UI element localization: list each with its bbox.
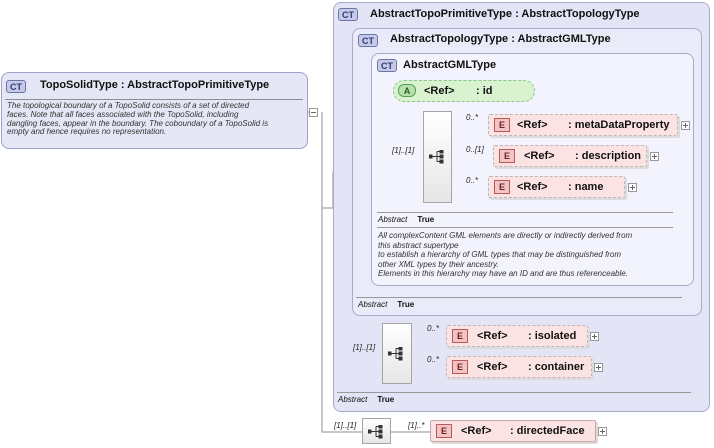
abstract-value: True xyxy=(377,395,395,404)
element-badge: E xyxy=(494,180,510,194)
element-name: : metaDataProperty xyxy=(568,119,670,131)
topo-solid-type-title: TopoSolidType : AbstractTopoPrimitiveTyp… xyxy=(40,79,270,91)
attribute-badge: A xyxy=(398,84,416,97)
element-ref: <Ref> xyxy=(477,330,508,342)
topo-solid-documentation: The topological boundary of a TopoSolid … xyxy=(7,101,269,137)
divider xyxy=(377,212,673,213)
ct-badge: CT xyxy=(6,80,26,93)
ct-badge: CT xyxy=(377,59,397,72)
abstract-topo-primitive-type-title: AbstractTopoPrimitiveType : AbstractTopo… xyxy=(370,8,640,20)
divider xyxy=(5,99,303,100)
doc-line: The topological boundary of a TopoSolid … xyxy=(7,101,250,110)
divider xyxy=(356,297,682,298)
expand-icon[interactable] xyxy=(681,121,690,130)
element-cardinality: 0..* xyxy=(427,355,440,364)
expand-icon[interactable] xyxy=(594,363,603,372)
element-isolated[interactable]: E <Ref> : isolated xyxy=(446,325,588,347)
abstract-key: Abstract xyxy=(338,395,368,404)
element-cardinality: 0..* xyxy=(466,176,479,185)
topo-solid-type-box xyxy=(1,72,308,149)
element-name: : isolated xyxy=(528,330,577,342)
element-container[interactable]: E <Ref> : container xyxy=(446,356,592,378)
element-cardinality: 0..[1] xyxy=(466,145,484,154)
attribute-name: : id xyxy=(476,85,493,97)
element-name: : name xyxy=(568,181,604,193)
doc-line: All complexContent GML elements are dire… xyxy=(378,231,633,240)
element-cardinality: [1]..* xyxy=(408,421,425,430)
element-name: : description xyxy=(575,150,642,162)
sequence-icon xyxy=(429,150,444,164)
element-directedface[interactable]: E <Ref> : directedFace xyxy=(430,420,596,442)
doc-line: other XML types by their ancestry. xyxy=(378,259,499,269)
sequence-icon xyxy=(368,425,383,439)
attribute-id[interactable]: A <Ref> : id xyxy=(393,80,535,102)
doc-line: empty and hence requires no representati… xyxy=(7,127,167,137)
expand-icon[interactable] xyxy=(628,183,637,192)
topo-primitive-abstract-row: Abstract True xyxy=(338,395,394,404)
doc-line: faces. Note that all faces associated wi… xyxy=(7,109,239,119)
element-badge: E xyxy=(499,149,515,163)
divider xyxy=(377,227,673,228)
topo-sequence-compositor[interactable] xyxy=(382,323,412,384)
bottom-sequence-compositor[interactable] xyxy=(362,418,391,444)
abstract-topology-type-title: AbstractTopologyType : AbstractGMLType xyxy=(390,33,611,45)
sequence-icon xyxy=(388,347,403,361)
element-ref: <Ref> xyxy=(517,181,548,193)
abstract-value: True xyxy=(397,300,415,309)
abstract-key: Abstract xyxy=(378,215,408,224)
abstract-gml-type-title: AbstractGMLType xyxy=(403,59,497,71)
element-badge: E xyxy=(494,118,510,132)
element-badge: E xyxy=(436,424,452,438)
ct-badge: CT xyxy=(358,34,378,47)
collapse-icon[interactable] xyxy=(309,108,318,117)
element-metadataproperty[interactable]: E <Ref> : metaDataProperty xyxy=(488,114,678,136)
element-cardinality: 0..* xyxy=(427,324,440,333)
ct-badge: CT xyxy=(338,8,358,21)
element-cardinality: 0..* xyxy=(466,113,479,122)
element-ref: <Ref> xyxy=(524,150,555,162)
doc-line: dangling faces, appear in the boundary. … xyxy=(7,118,269,128)
expand-icon[interactable] xyxy=(598,427,607,436)
doc-line: to establish a hierarchy of GML types th… xyxy=(378,250,622,259)
topo-sequence-cardinality: [1]..[1] xyxy=(353,343,376,352)
element-description[interactable]: E <Ref> : description xyxy=(493,145,647,167)
element-name: : directedFace xyxy=(510,425,585,437)
element-name: : container xyxy=(528,361,585,373)
element-name[interactable]: E <Ref> : name xyxy=(488,176,625,198)
attribute-ref: <Ref> xyxy=(424,85,455,97)
gml-abstract-row: Abstract True xyxy=(378,215,434,224)
gml-sequence-cardinality: [1]..[1] xyxy=(392,146,415,155)
element-badge: E xyxy=(452,360,468,374)
gml-sequence-compositor[interactable] xyxy=(423,111,452,203)
bottom-sequence-cardinality: [1]..[1] xyxy=(334,421,357,430)
expand-icon[interactable] xyxy=(590,332,599,341)
topology-abstract-row: Abstract True xyxy=(358,300,414,309)
element-ref: <Ref> xyxy=(517,119,548,131)
abstract-value: True xyxy=(417,215,435,224)
doc-line: this abstract supertype xyxy=(378,240,459,250)
doc-line: Elements in this hierarchy may have an I… xyxy=(378,269,628,278)
divider xyxy=(337,392,691,393)
element-ref: <Ref> xyxy=(477,361,508,373)
element-ref: <Ref> xyxy=(461,425,492,437)
expand-icon[interactable] xyxy=(650,152,659,161)
element-badge: E xyxy=(452,329,468,343)
abstract-key: Abstract xyxy=(358,300,388,309)
gml-documentation: All complexContent GML elements are dire… xyxy=(378,231,632,279)
